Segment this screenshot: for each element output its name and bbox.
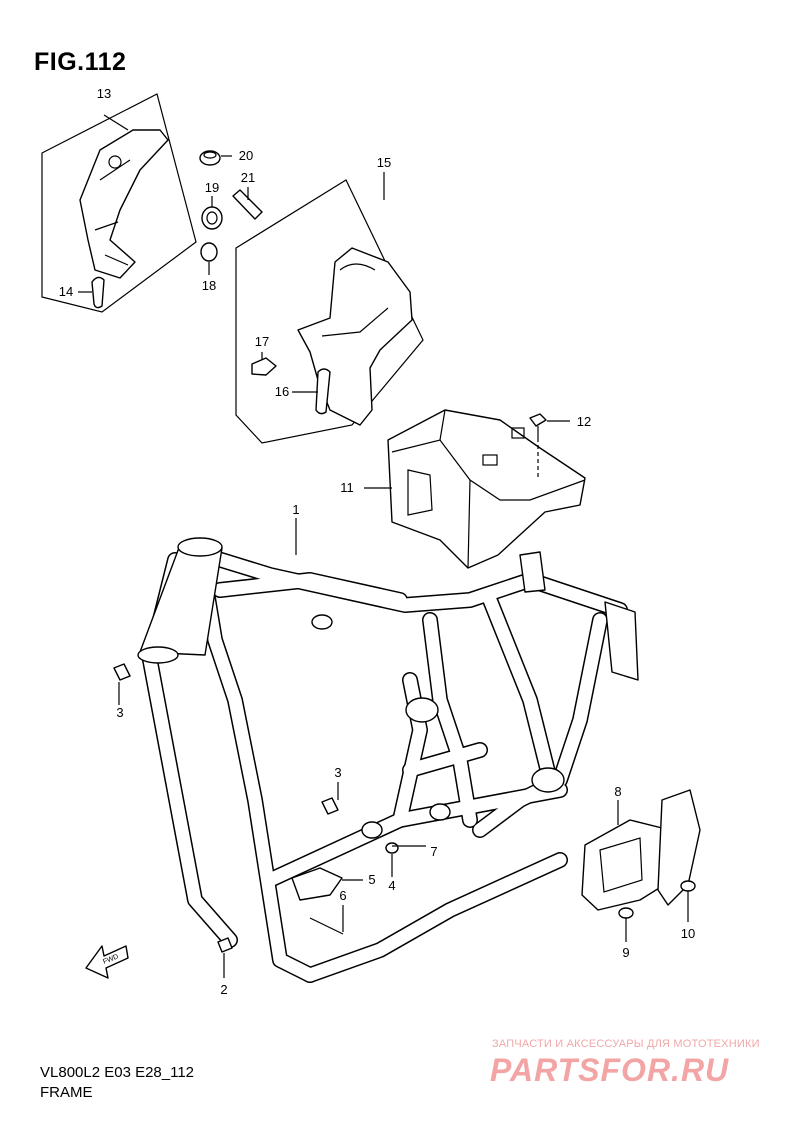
cushion-21 — [232, 189, 263, 220]
callout-14: 14 — [59, 284, 73, 299]
bolts-group — [113, 663, 426, 978]
callout-18: 18 — [202, 278, 216, 293]
fwd-arrow: FWD — [85, 945, 129, 979]
bolt-3-lower — [321, 797, 339, 815]
watermark-caption: ЗАПЧАСТИ И АКСЕССУАРЫ ДЛЯ МОТОТЕХНИКИ — [492, 1038, 760, 1050]
bolt-3-upper — [113, 663, 131, 681]
callout-3-lower: 3 — [334, 765, 341, 780]
callout-15: 15 — [377, 155, 391, 170]
callout-1: 1 — [292, 502, 299, 517]
callout-16: 16 — [275, 384, 289, 399]
callout-labels: 1 2 3 3 4 5 6 7 8 9 10 11 12 13 14 15 16… — [59, 86, 695, 997]
callout-19: 19 — [205, 180, 219, 195]
callout-17: 17 — [255, 334, 269, 349]
callout-21: 21 — [241, 170, 255, 185]
callout-11: 11 — [340, 480, 354, 495]
rear-bracket-group — [581, 789, 701, 942]
plate-5 — [291, 867, 343, 901]
callout-2: 2 — [220, 982, 227, 997]
bolt-12-head — [529, 413, 547, 427]
grommet-parts — [199, 150, 263, 275]
forward-direction-arrow — [85, 945, 129, 979]
battery-holder-group — [364, 409, 586, 569]
main-frame — [137, 518, 639, 983]
bolt-10 — [680, 880, 696, 892]
figure-title: FIG.112 — [34, 48, 127, 76]
nut-4 — [385, 842, 399, 854]
callout-5: 5 — [368, 872, 375, 887]
right-cover-group — [235, 172, 424, 444]
callout-4: 4 — [388, 878, 395, 893]
bolt-2 — [217, 937, 233, 953]
callout-3-upper: 3 — [116, 705, 123, 720]
grommet-19 — [201, 206, 223, 230]
right-frame-cover — [297, 247, 413, 426]
bolt-9 — [618, 907, 634, 919]
callout-9: 9 — [622, 945, 629, 960]
battery-holder — [387, 409, 586, 569]
inset-box-13 — [41, 93, 197, 313]
bracket-8 — [581, 819, 673, 911]
left-cover-group — [41, 93, 197, 313]
grommet-18 — [200, 242, 218, 262]
callout-8: 8 — [614, 784, 621, 799]
callout-12: 12 — [577, 414, 591, 429]
bolt-6 — [309, 917, 344, 935]
leader-13 — [103, 114, 129, 131]
left-cover-cushion — [91, 276, 105, 309]
callout-20: 20 — [239, 148, 253, 163]
watermark-logo: PARTSFOR.RU — [490, 1052, 730, 1088]
inset-box-15 — [235, 179, 424, 444]
cushion-17 — [251, 357, 277, 376]
cushion-16 — [315, 368, 331, 415]
model-code: VL800L2 E03 E28_112 — [40, 1064, 195, 1081]
section-name: FRAME — [40, 1084, 93, 1101]
callout-10: 10 — [681, 926, 695, 941]
left-frame-cover — [79, 129, 169, 279]
callout-6: 6 — [339, 888, 346, 903]
callout-13: 13 — [97, 86, 111, 101]
callout-7: 7 — [430, 844, 437, 859]
